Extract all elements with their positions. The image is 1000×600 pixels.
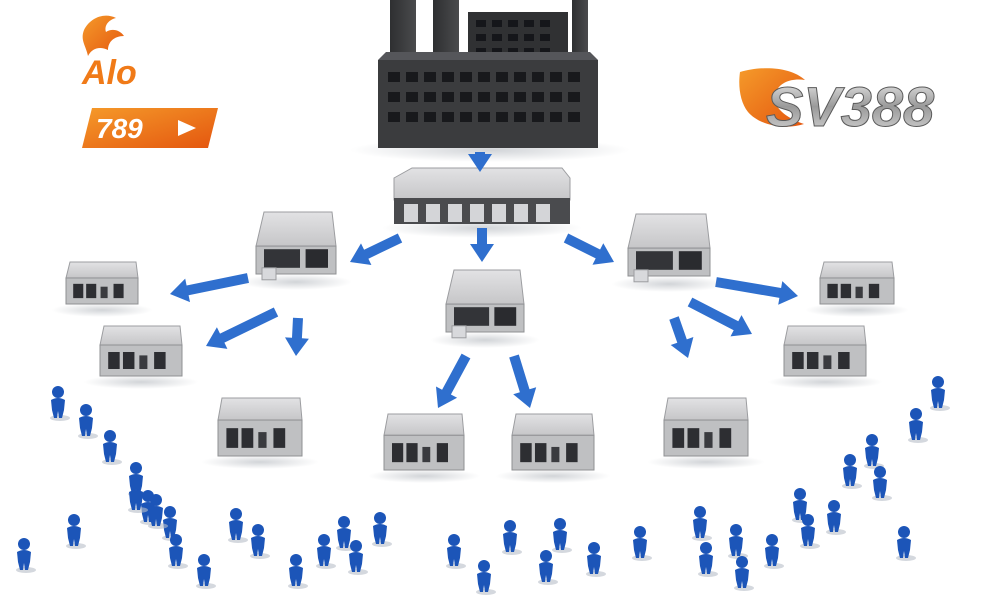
alo-number-text: 789 bbox=[96, 113, 143, 144]
depot-icon bbox=[647, 397, 765, 469]
person-icon bbox=[336, 516, 356, 551]
person-icon bbox=[128, 478, 148, 513]
person-icon bbox=[228, 508, 248, 543]
depots bbox=[51, 261, 909, 483]
person-icon bbox=[764, 534, 784, 569]
depot-icon bbox=[805, 261, 909, 317]
depot-icon bbox=[51, 261, 153, 317]
arrow-icon bbox=[468, 152, 492, 172]
person-icon bbox=[728, 524, 748, 559]
depot-icon bbox=[767, 325, 883, 389]
person-icon bbox=[896, 526, 916, 561]
depot-icon bbox=[201, 397, 319, 469]
person-icon bbox=[692, 506, 712, 541]
arrow-icon bbox=[715, 277, 798, 305]
alo-brand-text: Alo bbox=[81, 54, 137, 92]
arrow-icon bbox=[436, 353, 471, 408]
bird-icon bbox=[82, 15, 124, 56]
play-icon bbox=[178, 120, 196, 136]
person-icon bbox=[586, 542, 606, 577]
person-icon bbox=[800, 514, 820, 549]
arrow-icon bbox=[509, 354, 537, 408]
arrow-icon bbox=[206, 307, 279, 349]
person-icon bbox=[872, 466, 892, 501]
person-icon bbox=[446, 534, 466, 569]
warehouse-icon bbox=[240, 211, 352, 290]
person-icon bbox=[372, 512, 392, 547]
person-icon bbox=[288, 554, 308, 589]
warehouse-icon bbox=[430, 269, 540, 348]
arrow-icon bbox=[285, 317, 309, 356]
warehouse-icon bbox=[611, 213, 727, 292]
person-icon bbox=[826, 500, 846, 535]
person-icon bbox=[316, 534, 336, 569]
arrow-icon bbox=[170, 273, 249, 303]
person-icon bbox=[908, 408, 928, 443]
arrows bbox=[170, 152, 798, 408]
person-icon bbox=[502, 520, 522, 555]
person-icon bbox=[734, 556, 754, 591]
person-icon bbox=[66, 514, 86, 549]
alo789-logo: Alo 789 bbox=[81, 15, 218, 148]
person-icon bbox=[250, 524, 270, 559]
arrow-icon bbox=[470, 228, 494, 262]
person-icon bbox=[168, 534, 188, 569]
person-icon bbox=[698, 542, 718, 577]
swoosh-icon bbox=[739, 68, 805, 127]
depot-icon bbox=[495, 413, 611, 483]
depot-icon bbox=[83, 325, 199, 389]
person-icon bbox=[50, 386, 70, 421]
depot-icon bbox=[368, 413, 480, 483]
person-icon bbox=[632, 526, 652, 561]
arrow-icon bbox=[350, 233, 403, 265]
person-icon bbox=[102, 430, 122, 465]
person-icon bbox=[864, 434, 884, 469]
person-icon bbox=[78, 404, 98, 439]
person-icon bbox=[16, 538, 36, 573]
person-icon bbox=[476, 560, 496, 595]
distribution-center-icon bbox=[382, 167, 582, 238]
person-icon bbox=[348, 540, 368, 575]
person-icon bbox=[148, 494, 168, 529]
sv388-brand-text: SV388 bbox=[766, 75, 935, 138]
customers bbox=[16, 376, 950, 595]
warehouses bbox=[240, 211, 727, 348]
person-icon bbox=[930, 376, 950, 411]
arrow-icon bbox=[563, 233, 614, 265]
factory-icon bbox=[350, 0, 630, 162]
person-icon bbox=[842, 454, 862, 489]
person-icon bbox=[552, 518, 572, 553]
person-icon bbox=[538, 550, 558, 585]
arrow-icon bbox=[669, 316, 694, 358]
sv388-logo: SV388 bbox=[739, 68, 935, 139]
arrow-icon bbox=[687, 297, 752, 337]
person-icon bbox=[196, 554, 216, 589]
